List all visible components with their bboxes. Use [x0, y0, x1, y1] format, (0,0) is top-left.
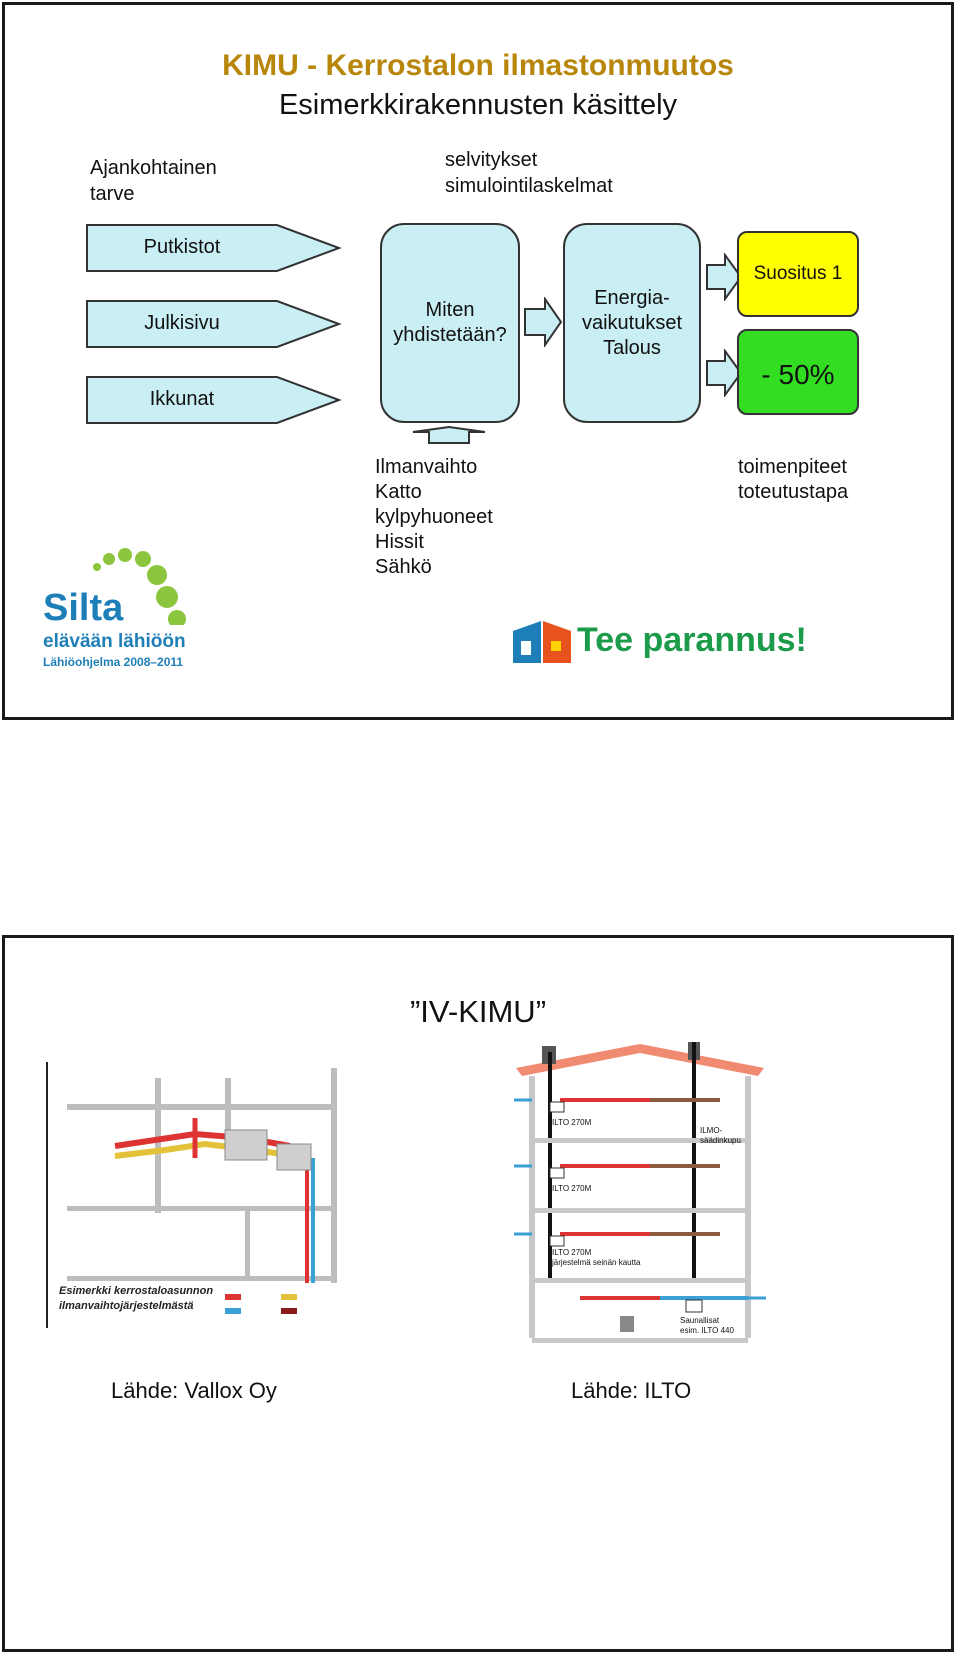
- header-studies: selvitykset simulointilaskelmat: [445, 149, 613, 197]
- slide-2: ”IV-KIMU” Esimerkk: [2, 935, 954, 1652]
- slide-2-title: ”IV-KIMU”: [409, 994, 547, 1029]
- arrow-combine-to-energy: [524, 297, 563, 347]
- slide-1: KIMU - Kerrostalon ilmastonmuutos Esimer…: [2, 2, 954, 720]
- silta-logo-tagline: elävään lähiöön: [43, 631, 186, 652]
- building-label-1: ILTO 270M: [552, 1118, 592, 1127]
- source-ilto: Lähde: ILTO: [571, 1378, 692, 1403]
- silta-logo: Silta elävään lähiöön Lähiöohjelma 2008–…: [39, 545, 199, 675]
- arrow-shape-ikkunat: [86, 376, 342, 424]
- arrow-up-to-combine: [412, 426, 486, 444]
- floor-plan-caption: Esimerkki kerrostaloasunnon ilmanvaihtoj…: [59, 1285, 214, 1312]
- silta-logo-title: Silta: [43, 587, 124, 629]
- energy-box: Energia- vaikutukset Talous: [563, 223, 701, 423]
- source-vallox: Lähde: Vallox Oy: [111, 1378, 277, 1403]
- input-ikkunat: Ikkunat: [149, 388, 215, 410]
- silta-logo-program: Lähiöohjelma 2008–2011: [43, 655, 184, 669]
- building-section-drawing: [514, 1042, 766, 1343]
- slide-title: KIMU - Kerrostalon ilmastonmuutos: [222, 49, 734, 82]
- tee-parannus-text: Tee parannus!: [577, 621, 807, 659]
- arrow-shape-julkisivu: [86, 300, 342, 348]
- recommendation-box: Suositus 1: [737, 231, 859, 317]
- implementation-list: toimenpiteet toteutustapa: [738, 456, 849, 503]
- floor-plan-diagram: Esimerkki kerrostaloasunnon ilmanvaihtoj…: [45, 1058, 345, 1333]
- slide-subtitle: Esimerkkirakennusten käsittely: [278, 89, 678, 121]
- input-julkisivu: Julkisivu: [144, 312, 220, 334]
- tee-parannus-logo: Tee parannus!: [511, 617, 851, 667]
- floor-plan-drawing: [45, 1058, 345, 1333]
- building-label-2: ILMO- säädinkupu: [700, 1126, 741, 1145]
- combine-box: Miten yhdistetään?: [380, 223, 520, 423]
- silta-dots-icon: [93, 548, 186, 625]
- arrow-shape-putkistot: [86, 224, 342, 272]
- building-label-3: ILTO 270M: [552, 1184, 592, 1193]
- arrow-to-reduction: [706, 349, 743, 397]
- input-putkistot: Putkistot: [143, 236, 221, 258]
- measures-list: Ilmanvaihto Katto kylpyhuoneet Hissit Sä…: [375, 456, 493, 578]
- reduction-box: - 50%: [737, 329, 859, 415]
- building-section-diagram: ILTO 270M ILMO- säädinkupu ILTO 270M ILT…: [510, 1038, 770, 1348]
- building-label-5: Saunallisat esim. ILTO 440: [680, 1316, 734, 1335]
- building-label-4: ILTO 270M järjestelmä seinän kautta: [552, 1248, 641, 1267]
- arrow-to-recommendation: [706, 253, 743, 301]
- header-current-need: Ajankohtainen tarve: [90, 157, 217, 205]
- house-logo-icon: [513, 621, 571, 663]
